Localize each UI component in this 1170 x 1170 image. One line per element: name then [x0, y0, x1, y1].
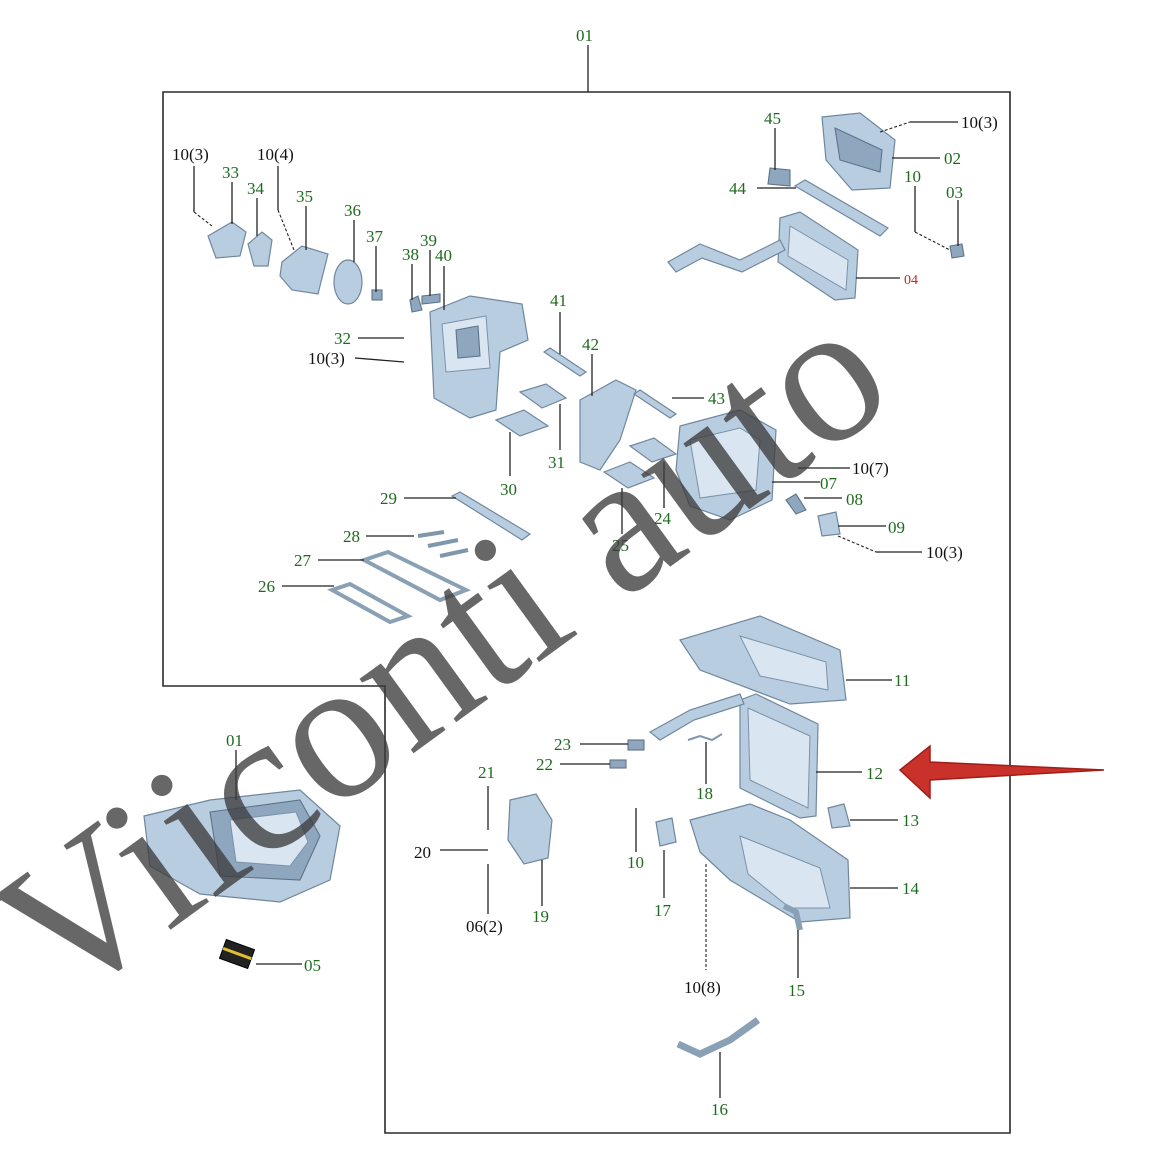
label-10-3-g: 10(3) [926, 543, 963, 562]
part-07-housing [675, 409, 777, 521]
label-10-7: 10(7) [852, 459, 889, 478]
label-17: 17 [654, 901, 672, 920]
label-35: 35 [296, 187, 313, 206]
label-08: 08 [846, 490, 863, 509]
label-04: 04 [904, 273, 918, 288]
label-27: 27 [294, 551, 312, 570]
part-45-clip [767, 167, 791, 187]
part-40-housing [429, 295, 529, 419]
part-13-bracket [827, 803, 851, 829]
part-43-rod [632, 389, 678, 419]
part-44-strip [793, 179, 889, 237]
label-38: 38 [402, 245, 419, 264]
label-40: 40 [435, 246, 452, 265]
label-25: 25 [612, 536, 629, 555]
label-21: 21 [478, 763, 495, 782]
label-19: 19 [532, 907, 549, 926]
part-05-label-stripe [222, 946, 252, 961]
part-01-assembly [143, 789, 341, 903]
part-25-flap [602, 461, 656, 489]
label-37: 37 [366, 227, 384, 246]
label-02: 02 [944, 149, 961, 168]
part-26-gasket [327, 581, 413, 625]
part-02-control-module [821, 112, 896, 191]
label-31: 31 [548, 453, 565, 472]
label-29: 29 [380, 489, 397, 508]
label-30: 30 [500, 480, 517, 499]
label-09: 09 [888, 518, 905, 537]
label-05: 05 [304, 956, 321, 975]
label-18: 18 [696, 784, 713, 803]
part-35-cover [279, 245, 329, 295]
label-20: 20 [414, 843, 431, 862]
label-15: 15 [788, 981, 805, 1000]
label-36: 36 [344, 201, 361, 220]
callout-labels: 01 10(3) 02 10 03 04 45 44 10(3) 33 34 1… [172, 26, 998, 1119]
label-12: 12 [866, 764, 883, 783]
label-07: 07 [820, 474, 838, 493]
part-04-heater-core [667, 211, 859, 301]
label-34: 34 [247, 179, 265, 198]
part-42-duct [579, 379, 637, 471]
label-14: 14 [902, 879, 920, 898]
part-18-wire [687, 733, 723, 742]
part-23-sensor [627, 739, 645, 751]
label-23: 23 [554, 735, 571, 754]
part-33-actuator [207, 221, 247, 259]
label-10-b: 10 [904, 167, 921, 186]
label-41: 41 [550, 291, 567, 310]
label-32: 32 [334, 329, 351, 348]
part-37-pin [371, 289, 383, 301]
label-10-4: 10(4) [257, 145, 294, 164]
part-24-flap [628, 437, 678, 463]
label-45: 45 [764, 109, 781, 128]
label-11: 11 [894, 671, 910, 690]
part-15-drain [782, 903, 803, 931]
part-08-clip [785, 493, 807, 515]
label-16: 16 [711, 1100, 728, 1119]
label-22: 22 [536, 755, 553, 774]
part-12-evaporator [648, 693, 819, 819]
label-06-2: 06(2) [466, 917, 503, 936]
label-10-3-c: 10(3) [172, 145, 209, 164]
label-33: 33 [222, 163, 239, 182]
label-24: 24 [654, 509, 672, 528]
label-39: 39 [420, 231, 437, 250]
part-39-lever [421, 293, 441, 305]
part-03-fitting [949, 243, 965, 259]
label-42: 42 [582, 335, 599, 354]
label-10-3-a: 10(3) [961, 113, 998, 132]
label-10-h: 10 [627, 853, 644, 872]
part-19-cover [507, 793, 553, 865]
part-38-lever [409, 295, 423, 313]
part-16-hose [676, 1017, 761, 1058]
label-01-top: 01 [576, 26, 593, 45]
part-34-actuator [247, 231, 273, 267]
assembly-frame [162, 91, 1011, 1134]
part-11-case [679, 615, 847, 705]
part-14-lower-case [689, 803, 851, 923]
label-10-3-e: 10(3) [308, 349, 345, 368]
label-10-8: 10(8) [684, 978, 721, 997]
part-09-bracket [817, 511, 841, 537]
part-27-gasket [358, 549, 472, 603]
label-28: 28 [343, 527, 360, 546]
label-44: 44 [729, 179, 747, 198]
part-28-seals [417, 530, 469, 558]
label-43: 43 [708, 389, 725, 408]
label-03: 03 [946, 183, 963, 202]
highlight-arrow [898, 744, 1105, 800]
part-30-flap [494, 409, 550, 437]
part-31-flap [518, 383, 568, 409]
label-13: 13 [902, 811, 919, 830]
part-22-sensor [609, 759, 627, 769]
part-36-blower-wheel [333, 259, 363, 305]
part-41-rod [542, 347, 588, 377]
leader-lines [193, 121, 959, 1098]
part-29-strip [450, 491, 532, 541]
label-26: 26 [258, 577, 275, 596]
part-17-bracket [655, 817, 677, 847]
label-01-assembly: 01 [226, 731, 243, 750]
